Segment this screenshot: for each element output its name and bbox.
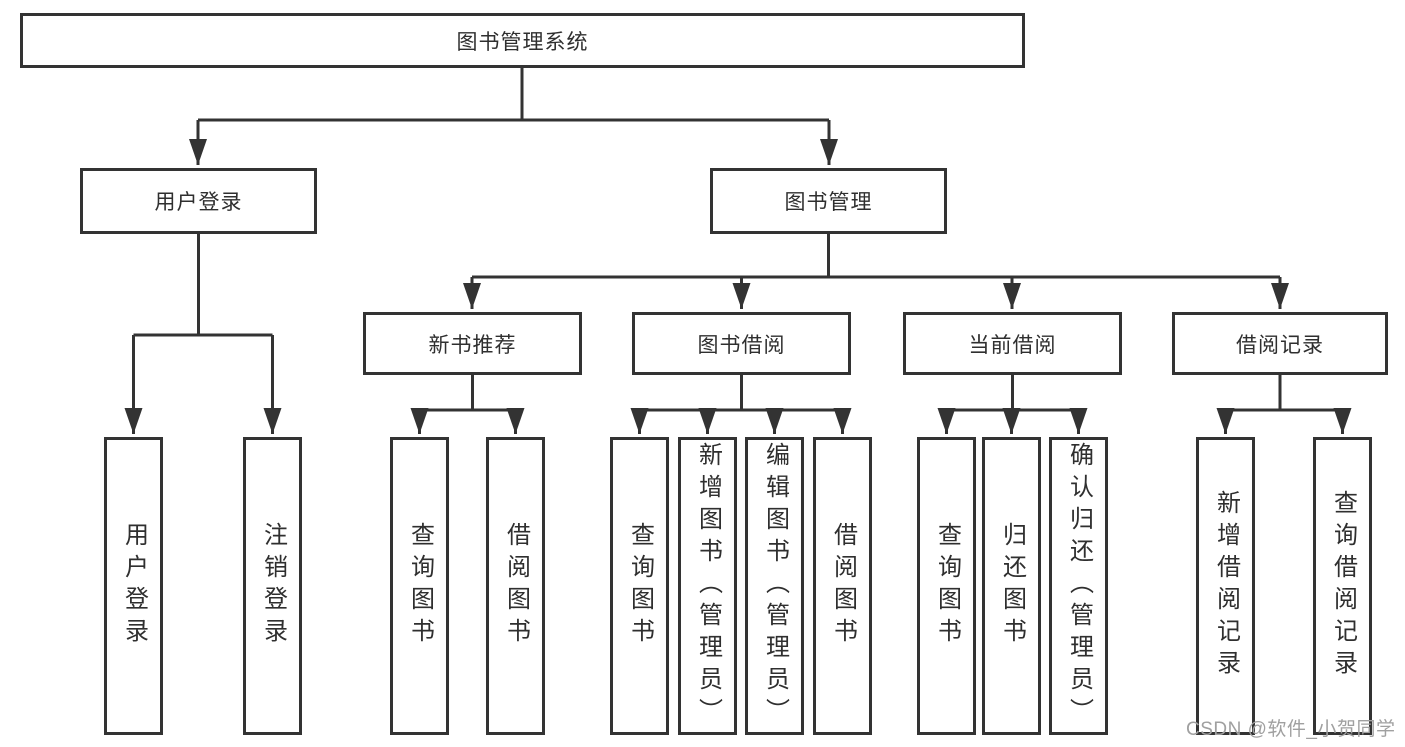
node-current-borrow: 当前借阅 [903, 312, 1122, 375]
node-book-borrow: 图书借阅 [632, 312, 851, 375]
node-new-book-rec: 新书推荐 [363, 312, 582, 375]
node-borrow-record: 借阅记录 [1172, 312, 1388, 375]
leaf-record-query-record: 查询借阅记录 [1313, 437, 1372, 735]
leaf-record-add-record-label: 新增借阅记录 [1212, 490, 1240, 682]
leaf-record-query-record-label: 查询借阅记录 [1329, 490, 1357, 682]
connector-root-to-level2 [189, 68, 838, 165]
leaf-borrow-borrow-book: 借阅图书 [813, 437, 872, 735]
leaf-user-login: 用户登录 [104, 437, 163, 735]
node-current-borrow-label: 当前借阅 [968, 333, 1057, 357]
csdn-watermark: CSDN @软件_小贺同学 [1186, 719, 1396, 740]
connector-current-borrow-children [937, 375, 1088, 434]
leaf-newbook-query-book-label: 查询图书 [406, 522, 434, 650]
leaf-current-query-book-label: 查询图书 [933, 522, 961, 650]
leaf-record-add-record: 新增借阅记录 [1196, 437, 1255, 735]
connector-new-book-children [410, 375, 525, 434]
leaf-borrow-query-book: 查询图书 [610, 437, 669, 735]
node-root-label: 图书管理系统 [456, 30, 589, 54]
leaf-current-return-book-label: 归还图书 [998, 522, 1026, 650]
leaf-newbook-borrow-book: 借阅图书 [486, 437, 545, 735]
node-user-login-label: 用户登录 [154, 191, 243, 214]
leaf-current-query-book: 查询图书 [917, 437, 976, 735]
leaf-borrow-borrow-book-label: 借阅图书 [829, 522, 857, 650]
leaf-borrow-query-book-label: 查询图书 [626, 522, 654, 650]
leaf-logout-login: 注销登录 [243, 437, 302, 735]
connector-borrow-record-children [1216, 375, 1352, 434]
node-book-mgmt: 图书管理 [710, 168, 947, 234]
leaf-current-confirm-return-admin-label: 确认归还（管理员） [1065, 442, 1093, 730]
node-borrow-record-label: 借阅记录 [1236, 333, 1324, 357]
leaf-current-return-book: 归还图书 [982, 437, 1041, 735]
connector-book-mgmt-children [463, 234, 1289, 309]
leaf-borrow-add-book-admin: 新增图书（管理员） [678, 437, 737, 735]
leaf-borrow-add-book-admin-label: 新增图书（管理员） [694, 442, 722, 730]
leaf-current-confirm-return-admin: 确认归还（管理员） [1049, 437, 1108, 735]
leaf-newbook-query-book: 查询图书 [390, 437, 449, 735]
node-new-book-rec-label: 新书推荐 [428, 333, 517, 357]
node-book-borrow-label: 图书借阅 [697, 333, 786, 357]
node-book-mgmt-label: 图书管理 [784, 191, 873, 214]
leaf-newbook-borrow-book-label: 借阅图书 [502, 522, 530, 650]
leaf-logout-login-label: 注销登录 [259, 522, 287, 650]
leaf-borrow-edit-book-admin-label: 编辑图书（管理员） [761, 442, 789, 730]
connector-user-login-children [124, 234, 282, 434]
leaf-borrow-edit-book-admin: 编辑图书（管理员） [745, 437, 804, 735]
leaf-user-login-label: 用户登录 [120, 522, 148, 650]
connector-book-borrow-children [630, 375, 852, 434]
node-user-login: 用户登录 [80, 168, 317, 234]
node-root: 图书管理系统 [20, 13, 1025, 68]
